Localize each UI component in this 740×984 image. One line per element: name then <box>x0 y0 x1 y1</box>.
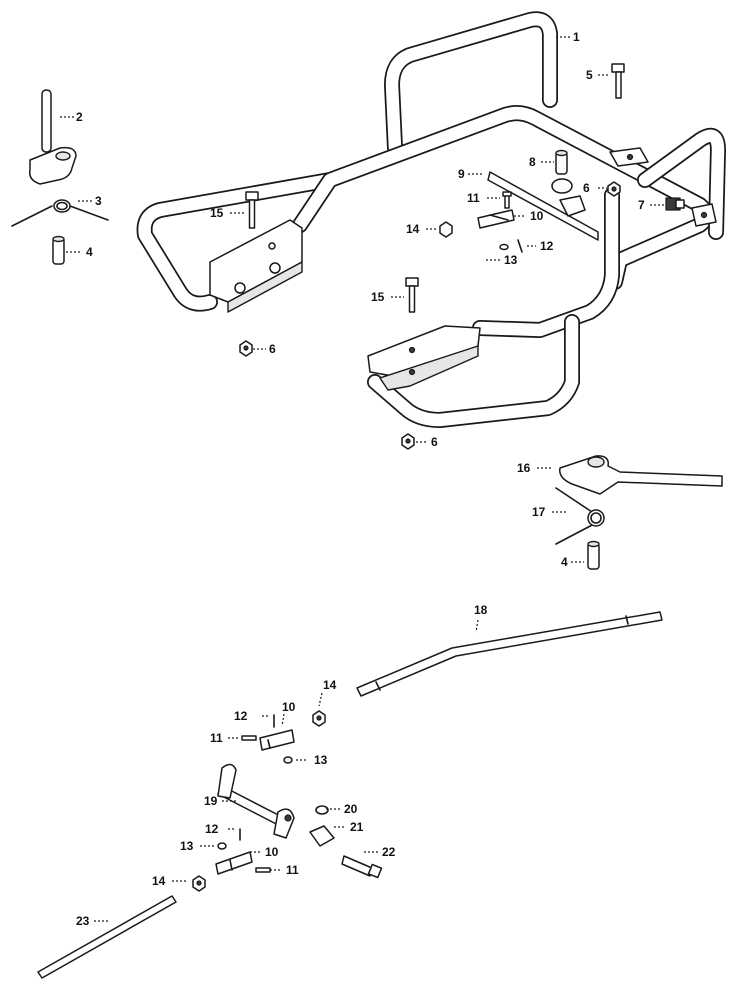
bolt-part-15b <box>405 277 419 313</box>
callout-6a: 6 <box>269 342 276 356</box>
pivot-arm-part-2 <box>28 89 77 185</box>
pin-part-11a <box>502 191 512 209</box>
handle-arm-part-16 <box>559 455 723 495</box>
rod-part-18 <box>356 611 663 697</box>
rod-part-23 <box>37 895 177 979</box>
callout-4a: 4 <box>86 245 93 259</box>
bolt-part-22 <box>341 855 383 879</box>
pin-part-11c <box>255 867 271 873</box>
callout-5: 5 <box>586 68 593 82</box>
callout-10b: 10 <box>282 700 296 714</box>
callout-12b: 12 <box>234 709 248 723</box>
callout-6b: 6 <box>431 435 438 449</box>
clevis-part-10b <box>259 729 295 751</box>
nut-part-6a <box>607 181 621 197</box>
callout-19: 19 <box>204 794 218 808</box>
frame-part-1 <box>136 11 726 428</box>
callout-9: 9 <box>458 167 465 181</box>
callout-20: 20 <box>344 802 358 816</box>
callout-18: 18 <box>474 603 488 617</box>
bushing-part-4b <box>587 540 600 570</box>
cotter-part-12a <box>517 239 523 253</box>
pin-part-11b <box>241 735 257 741</box>
latch-part-7 <box>665 197 685 211</box>
callout-13b: 13 <box>314 753 328 767</box>
callout-15b: 15 <box>371 290 385 304</box>
callout-15a: 15 <box>210 206 224 220</box>
callout-14b: 14 <box>323 678 337 692</box>
nut-part-6c <box>401 433 415 450</box>
callout-11b: 11 <box>210 731 223 745</box>
callout-17: 17 <box>532 505 546 519</box>
callout-12c: 12 <box>205 822 219 836</box>
callout-8: 8 <box>529 155 536 169</box>
callout-3: 3 <box>95 194 102 208</box>
callout-2: 2 <box>76 110 83 124</box>
callout-7: 7 <box>638 198 645 212</box>
callout-1: 1 <box>573 30 580 44</box>
bolt-part-15a <box>245 191 259 229</box>
callout-11a: 11 <box>467 191 480 205</box>
nut-part-6b <box>239 340 253 357</box>
callout-16: 16 <box>517 461 531 475</box>
callout-leaders <box>60 36 664 922</box>
callout-22: 22 <box>382 845 396 859</box>
callout-10c: 10 <box>265 845 279 859</box>
bolt-part-5 <box>611 63 625 99</box>
clevis-part-10c <box>215 851 253 875</box>
ring-part-20 <box>315 805 329 815</box>
callout-23: 23 <box>76 914 90 928</box>
nut-part-14a <box>439 221 453 238</box>
bushing-part-4a <box>52 235 65 265</box>
washer-part-13c <box>217 842 227 850</box>
nut-part-14b <box>312 710 326 727</box>
rod-part-9 <box>487 171 599 241</box>
callout-14c: 14 <box>152 874 166 888</box>
callout-6c: 6 <box>583 181 590 195</box>
callout-labels: 1 2 3 4 5 6 6 6 7 8 9 11 10 14 12 13 15 … <box>76 30 645 928</box>
callout-13c: 13 <box>180 839 194 853</box>
callout-13a: 13 <box>504 253 518 267</box>
bushing-part-21 <box>309 825 335 847</box>
callout-11c: 11 <box>286 863 299 877</box>
spring-part-3 <box>11 199 109 227</box>
callout-12a: 12 <box>540 239 554 253</box>
washer-part-13b <box>283 756 293 764</box>
callout-10a: 10 <box>530 209 544 223</box>
callout-4b: 4 <box>561 555 568 569</box>
spring-part-17 <box>555 487 605 545</box>
nut-part-14c <box>192 875 206 892</box>
callout-21: 21 <box>350 820 364 834</box>
callout-14a: 14 <box>406 222 420 236</box>
spacer-part-8 <box>555 149 568 175</box>
clevis-part-10a <box>477 209 515 229</box>
washer-part-13a <box>499 243 509 251</box>
shaft-part-19 <box>217 763 295 839</box>
